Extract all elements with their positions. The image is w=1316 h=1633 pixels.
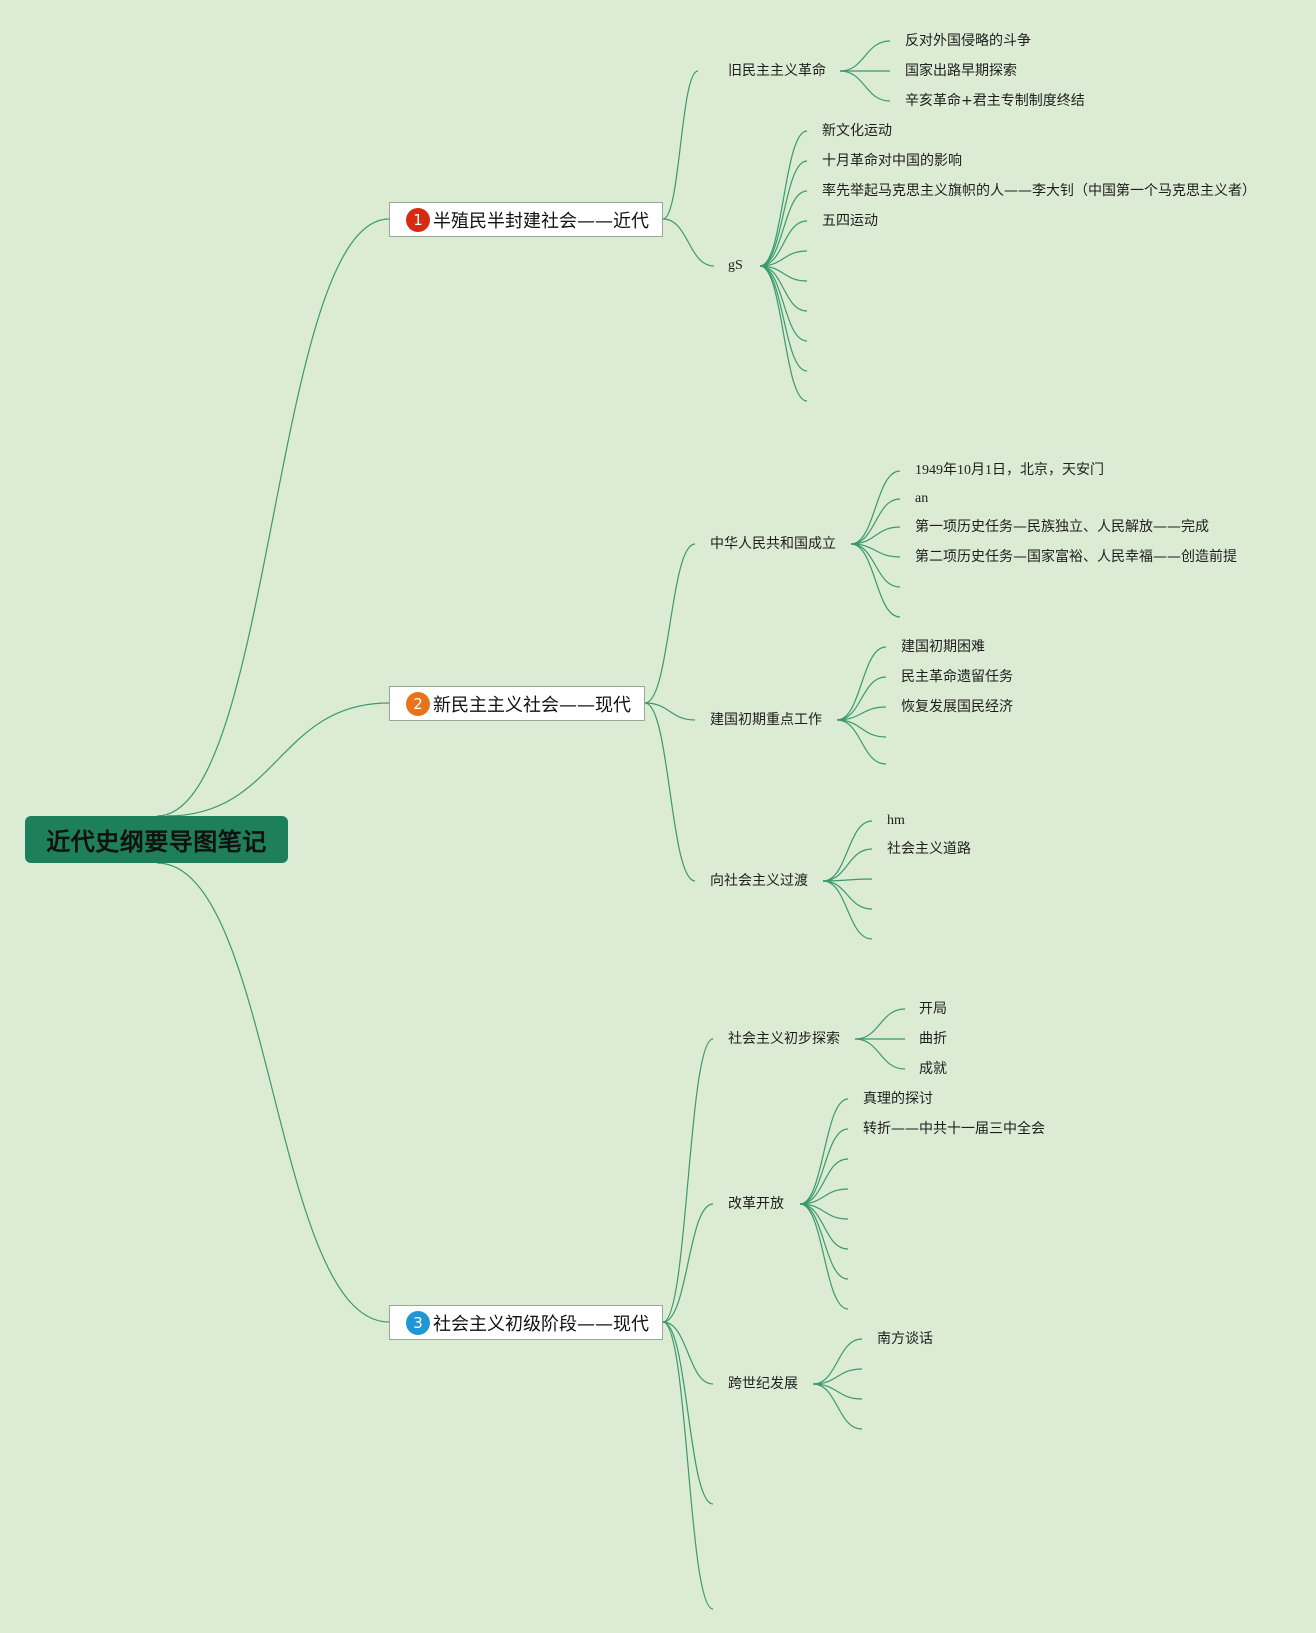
link-branch-3-3-leaf-4: [812, 1383, 863, 1430]
link-topic-1-branch-1: [662, 70, 699, 220]
number-badge-2: 2: [406, 691, 430, 716]
link-branch-2-1-leaf-5: [850, 543, 901, 588]
branch-2-1[interactable]: 中华人民共和国成立: [710, 536, 836, 552]
leaf-1-2-3[interactable]: 率先举起马克思主义旗帜的人——李大钊（中国第一个马克思主义者）: [822, 183, 1256, 199]
link-root-topic-1: [156, 218, 390, 817]
branch-3-1[interactable]: 社会主义初步探索: [728, 1031, 840, 1047]
link-branch-2-2-leaf-2: [836, 676, 887, 721]
link-branch-2-1-leaf-6: [850, 543, 901, 618]
link-topic-3-branch-3: [662, 1321, 714, 1385]
leaf-2-1-1[interactable]: 1949年10月1日，北京，天安门: [915, 463, 1104, 478]
link-topic-3-branch-1: [662, 1038, 714, 1323]
leaf-2-2-3[interactable]: 恢复发展国民经济: [901, 699, 1013, 715]
link-branch-1-2-leaf-2: [759, 160, 808, 267]
number-badge-3: 3: [406, 1310, 430, 1335]
leaf-2-3-2[interactable]: 社会主义道路: [887, 841, 971, 857]
link-branch-2-3-leaf-2: [822, 848, 873, 882]
link-branch-3-2-leaf-2: [799, 1128, 849, 1205]
central-topic-label: 近代史纲要导图笔记: [46, 828, 267, 856]
leaf-1-1-3[interactable]: 辛亥革命+君主专制制度终结: [905, 93, 1085, 109]
link-branch-2-1-leaf-1: [850, 470, 901, 545]
link-branch-1-2-leaf-3: [759, 190, 808, 267]
central-topic[interactable]: 近代史纲要导图笔记: [25, 816, 288, 863]
link-branch-3-2-leaf-6: [799, 1203, 849, 1250]
main-topic-3-label: 社会主义初级阶段——现代: [433, 1313, 649, 1335]
link-branch-3-1-leaf-3: [854, 1038, 906, 1070]
link-branch-1-2-leaf-10: [759, 265, 808, 402]
link-branch-2-2-leaf-5: [836, 719, 887, 765]
leaf-3-2-1[interactable]: 真理的探讨: [863, 1091, 933, 1107]
leaf-2-3-1[interactable]: hm: [887, 813, 905, 828]
link-branch-3-1-leaf-1: [854, 1008, 906, 1040]
leaf-2-1-2[interactable]: an: [915, 491, 929, 506]
link-branch-1-2-leaf-8: [759, 265, 808, 342]
link-branch-1-2-leaf-9: [759, 265, 808, 372]
link-branch-3-2-leaf-3: [799, 1158, 849, 1205]
main-topic-1-label: 半殖民半封建社会——近代: [433, 210, 649, 232]
leaf-1-1-1[interactable]: 反对外国侵略的斗争: [905, 33, 1031, 49]
branch-3-3[interactable]: 跨世纪发展: [728, 1376, 798, 1392]
leaf-2-1-4[interactable]: 第二项历史任务—国家富裕、人民幸福——创造前提: [915, 549, 1237, 565]
link-branch-3-2-leaf-8: [799, 1203, 849, 1310]
branch-1-2[interactable]: gS: [728, 258, 743, 273]
link-topic-2-branch-1: [644, 543, 696, 704]
link-branch-3-2-leaf-7: [799, 1203, 849, 1280]
link-branch-3-3-leaf-3: [812, 1383, 863, 1400]
link-topic-3-branch-2: [662, 1203, 714, 1323]
link-branch-2-1-leaf-3: [850, 526, 901, 545]
link-branch-2-3-leaf-4: [822, 880, 873, 910]
link-branch-3-2-leaf-1: [799, 1098, 849, 1205]
link-branch-1-2-leaf-5: [759, 250, 808, 267]
main-topic-2[interactable]: 2 新民主主义社会——现代: [389, 686, 645, 721]
link-branch-1-2-leaf-1: [759, 130, 808, 267]
leaf-3-2-2[interactable]: 转折——中共十一届三中全会: [863, 1121, 1045, 1137]
leaf-1-2-2[interactable]: 十月革命对中国的影响: [822, 153, 962, 169]
number-badge-1: 1: [406, 207, 430, 232]
link-branch-1-1-leaf-3: [839, 70, 891, 102]
leaf-3-1-1[interactable]: 开局: [919, 1001, 947, 1017]
link-branch-2-1-leaf-2: [850, 498, 901, 545]
link-topic-2-branch-2: [644, 702, 696, 721]
link-topic-2-branch-3: [644, 702, 696, 882]
link-root-topic-2: [166, 702, 390, 817]
link-branch-1-2-leaf-4: [759, 220, 808, 267]
link-branch-1-1-leaf-1: [839, 40, 891, 72]
link-branch-1-2-leaf-7: [759, 265, 808, 312]
leaf-2-2-1[interactable]: 建国初期困难: [901, 639, 985, 655]
leaf-1-2-4[interactable]: 五四运动: [822, 213, 878, 229]
leaf-1-2-1[interactable]: 新文化运动: [822, 123, 892, 139]
leaf-3-3-1[interactable]: 南方谈话: [877, 1331, 933, 1347]
branch-1-1[interactable]: 旧民主主义革命: [728, 63, 826, 79]
link-root-topic-3: [156, 862, 390, 1323]
link-topic-3-branch-5: [662, 1321, 714, 1610]
link-branch-2-2-leaf-1: [836, 646, 887, 721]
link-topic-3-branch-4: [662, 1321, 714, 1505]
branch-2-3[interactable]: 向社会主义过渡: [710, 873, 808, 889]
branch-2-2[interactable]: 建国初期重点工作: [710, 712, 822, 728]
link-branch-2-3-leaf-5: [822, 880, 873, 940]
leaf-1-1-2[interactable]: 国家出路早期探索: [905, 63, 1017, 79]
leaf-2-2-2[interactable]: 民主革命遗留任务: [901, 669, 1013, 685]
link-branch-2-3-leaf-1: [822, 820, 873, 882]
link-branch-3-3-leaf-2: [812, 1368, 863, 1385]
link-branch-3-2-leaf-4: [799, 1188, 849, 1205]
link-topic-1-branch-2: [662, 218, 715, 267]
leaf-3-1-2[interactable]: 曲折: [919, 1031, 947, 1047]
leaf-2-1-3[interactable]: 第一项历史任务—民族独立、人民解放——完成: [915, 519, 1209, 535]
leaf-3-1-3[interactable]: 成就: [919, 1061, 947, 1077]
link-branch-3-3-leaf-1: [812, 1338, 863, 1385]
link-branch-2-2-leaf-4: [836, 719, 887, 738]
branch-3-2[interactable]: 改革开放: [728, 1196, 784, 1212]
link-branch-2-2-leaf-3: [836, 706, 887, 721]
main-topic-1[interactable]: 1 半殖民半封建社会——近代: [389, 202, 663, 237]
main-topic-3[interactable]: 3 社会主义初级阶段——现代: [389, 1305, 663, 1340]
main-topic-2-label: 新民主主义社会——现代: [433, 694, 631, 716]
